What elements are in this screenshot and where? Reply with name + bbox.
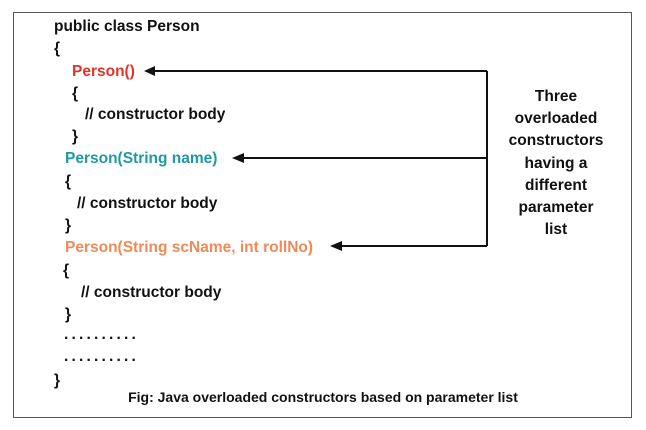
arrowhead-constructor-1: [144, 66, 155, 76]
annotation-line: constructors: [508, 132, 604, 150]
constructor-2-close-brace: }: [65, 217, 72, 234]
class-open-brace: {: [54, 40, 61, 57]
annotation-line: having a: [524, 154, 588, 172]
annotation-text: Three overloaded constructors having a d…: [495, 86, 617, 241]
constructor-3-close-brace: }: [65, 306, 72, 323]
constructor-1-close-brace: }: [72, 128, 79, 145]
constructor-1-comment: // constructor body: [85, 106, 226, 123]
class-declaration: public class Person: [54, 18, 200, 35]
annotation-line: overloaded: [514, 110, 598, 128]
arrowhead-constructor-2: [232, 153, 244, 163]
bracket-lines: [153, 70, 488, 247]
constructor-no-args: Person(): [72, 63, 135, 80]
constructor-two-args: Person(String scName, int rollNo): [65, 239, 314, 256]
constructor-one-arg: Person(String name): [65, 150, 218, 167]
arrowhead-constructor-3: [330, 241, 342, 251]
figure-caption: Fig: Java overloaded constructors based …: [128, 389, 518, 405]
constructor-2-comment: // constructor body: [77, 195, 218, 212]
ellipsis-line-1: ..........: [64, 326, 140, 343]
constructor-3-comment: // constructor body: [81, 284, 222, 301]
constructor-2-open-brace: {: [65, 173, 72, 190]
class-close-brace: }: [54, 372, 61, 389]
constructor-1-open-brace: {: [72, 85, 79, 102]
ellipsis-line-2: ..........: [64, 348, 140, 365]
annotation-line: parameter: [518, 199, 594, 217]
diagram-frame: [13, 12, 632, 418]
annotation-line: different: [525, 176, 587, 194]
annotation-line: Three: [534, 88, 578, 105]
constructor-3-open-brace: {: [63, 262, 70, 279]
annotation-line: list: [544, 221, 568, 239]
